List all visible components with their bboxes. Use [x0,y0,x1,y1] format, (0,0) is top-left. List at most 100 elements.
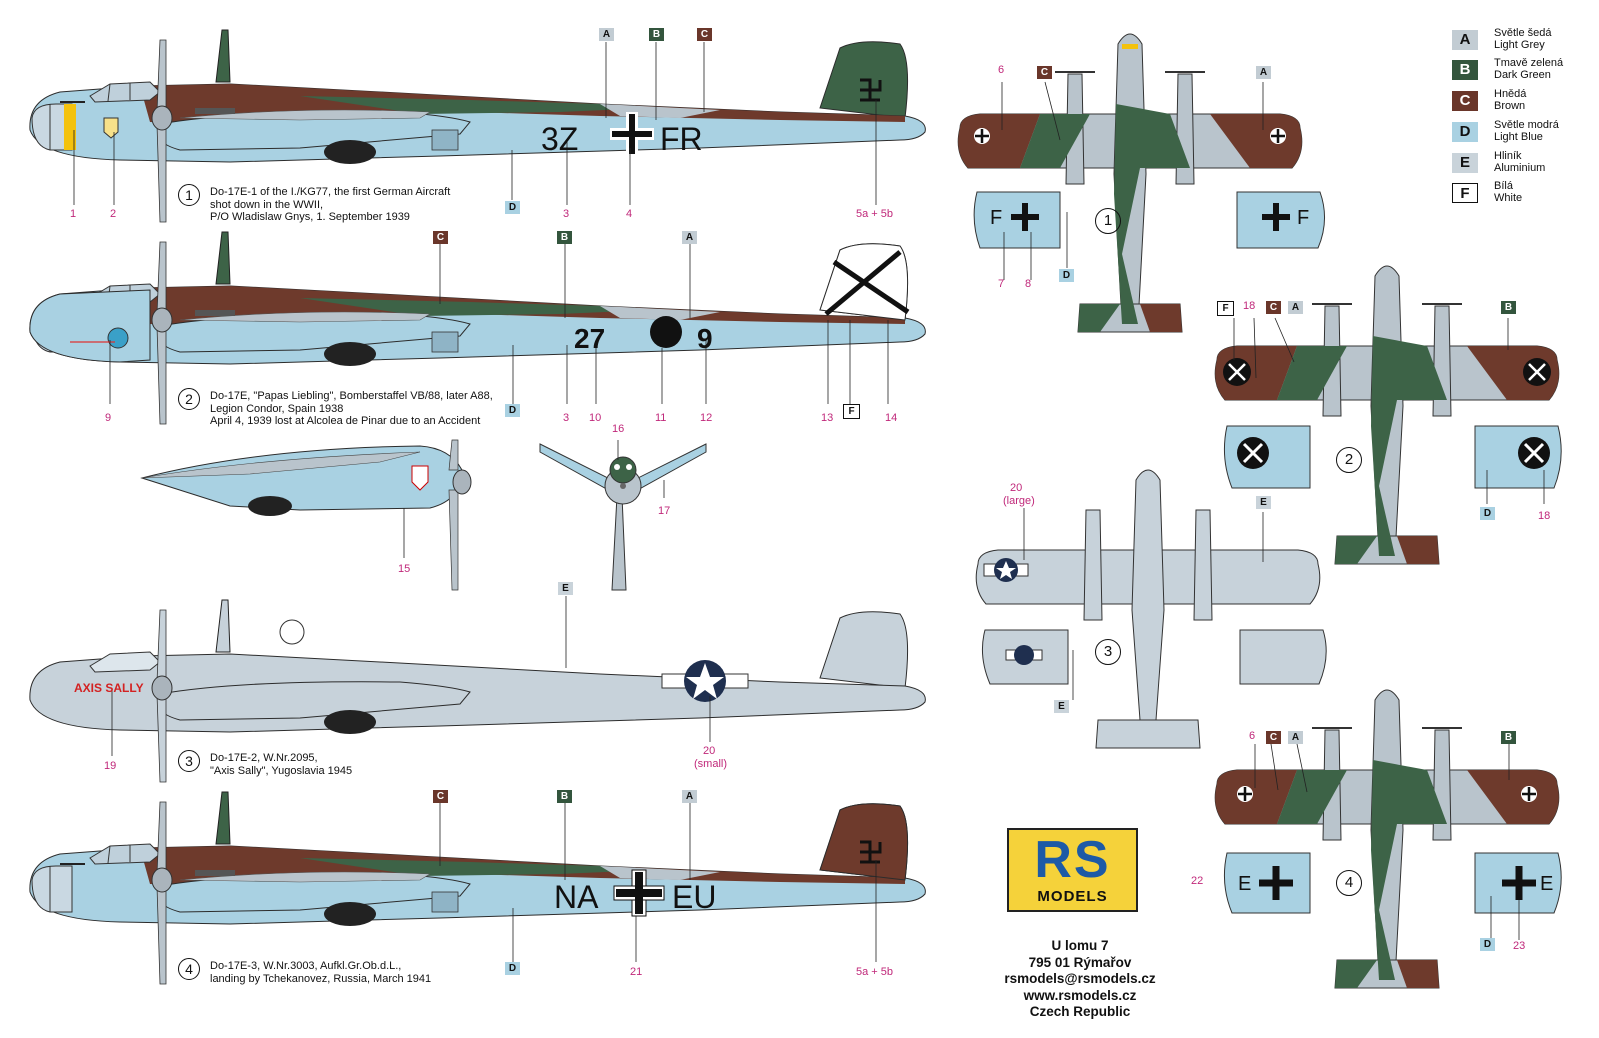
badge: E [558,582,573,595]
top-view-leader-lines [1001,81,1545,940]
badge: B [1501,731,1516,744]
legend-swatch: D [1452,122,1478,142]
profile-4-number: 4 [178,958,200,980]
badge: B [649,28,664,41]
address-website[interactable]: www.rsmodels.cz [1023,987,1137,1003]
yellow-nose-band [64,104,76,150]
badge: C [1266,301,1281,314]
callout: 17 [658,505,671,517]
top-view-1-number: 1 [1095,208,1121,234]
leader-lines [73,42,889,962]
badge: B [557,790,572,803]
badge: D [1480,938,1495,951]
tail-saltire-icon [824,250,910,316]
top-view-4-number: 4 [1336,870,1362,896]
top-view-3-underside [981,629,1327,685]
legend-swatch: E [1452,153,1478,173]
legend-swatch: C [1452,91,1478,111]
badge: C [697,28,712,41]
axis-sally-nose-art: AXIS SALLY [74,681,144,695]
front-view-aircraft [539,443,707,591]
callout: 14 [885,412,898,424]
tv4-wing-letter-left: E [1238,873,1251,895]
badge: D [1480,507,1495,520]
top-view-4-underside [1223,852,1562,914]
tv1-wing-letter-left: F [990,207,1002,229]
us-star-insignia-icon [983,558,1029,582]
badge: A [599,28,614,41]
badge: E [1054,700,1069,713]
profile-4-caption: 4 Do-17E-3, W.Nr.3003, Aufkl.Gr.Ob.d.L.,… [178,958,431,985]
callout: 15 [398,563,411,575]
callout: 3 [563,208,570,220]
swastika-icon [860,78,882,102]
top-view-1 [957,33,1303,333]
callout: 9 [105,412,112,424]
white-saltire-icon [1228,363,1246,381]
profile-2-code-left: 27 [574,323,605,354]
callout: 5a + 5b [856,208,894,220]
badge: A [682,790,697,803]
profile-1-caption: 1 Do-17E-1 of the I./KG77, the first Ger… [178,184,450,224]
profile-2-number: 2 [178,388,200,410]
callout: 6 [998,64,1005,76]
callout: 18 [1243,300,1256,312]
address-email[interactable]: rsmodels@rsmodels.cz [1004,971,1156,986]
badge: F [1217,301,1234,316]
callout: 18 [1538,510,1551,522]
badge: D [505,962,520,975]
top-view-2-underside [1223,425,1562,489]
legend-swatch: F [1452,183,1478,203]
callout: 7 [998,278,1005,290]
profile-3-caption: 3 Do-17E-2, W.Nr.2095, "Axis Sally", Yug… [178,750,352,777]
callout: (small) [694,758,727,770]
callout: 8 [1025,278,1032,290]
badge: C [433,231,448,244]
badge: C [1037,66,1052,79]
callout: 11 [655,412,667,424]
legend-swatch: B [1452,60,1478,80]
callout: 22 [1191,875,1204,887]
profile-2-aircraft [28,231,927,425]
profile-1-code-right: FR [660,121,703,157]
badge: A [682,231,697,244]
callout: 10 [589,412,602,424]
balkenkreuz-icon [1522,787,1536,801]
us-star-insignia-icon [661,660,749,702]
profile-1-code-left: 3Z [541,121,578,157]
top-view-3-number: 3 [1095,639,1121,665]
address-street: U lomu 7 [1051,938,1109,953]
profile-4-code-right: EU [672,879,716,915]
badge: B [1501,301,1516,314]
callout: 6 [1249,730,1256,742]
callout: (large) [1003,495,1035,507]
nacelle-side-detail [140,439,472,591]
badge: F [843,404,860,419]
balkenkreuz-icon [1238,787,1252,801]
callout: 20 [1010,482,1023,494]
badge: D [505,201,520,214]
swastika-icon [860,840,882,864]
top-view-1-underside [973,191,1325,249]
callout: 13 [821,412,834,424]
balkenkreuz-icon [1271,129,1285,143]
badge: A [1256,66,1271,79]
callout: 3 [563,412,570,424]
legend-swatch: A [1452,30,1478,50]
callout: 16 [612,423,625,435]
badge: A [1288,731,1303,744]
top-view-3 [975,469,1321,749]
badge: C [1266,731,1281,744]
tv4-wing-letter-right: E [1540,873,1553,895]
top-view-4 [1214,689,1560,989]
profile-3-number: 3 [178,750,200,772]
address-city: 795 01 Rýmařov [1028,954,1132,970]
address-country: Czech Republic [1029,1004,1131,1019]
badge: D [1059,269,1074,282]
profile-1-number: 1 [178,184,200,206]
papas-liebling-emblem-icon [107,327,129,349]
unit-emblem-icon [103,117,119,139]
top-views: F F E E [957,33,1562,989]
callout: 5a + 5b [856,966,894,978]
balkenkreuz-icon [613,869,665,917]
